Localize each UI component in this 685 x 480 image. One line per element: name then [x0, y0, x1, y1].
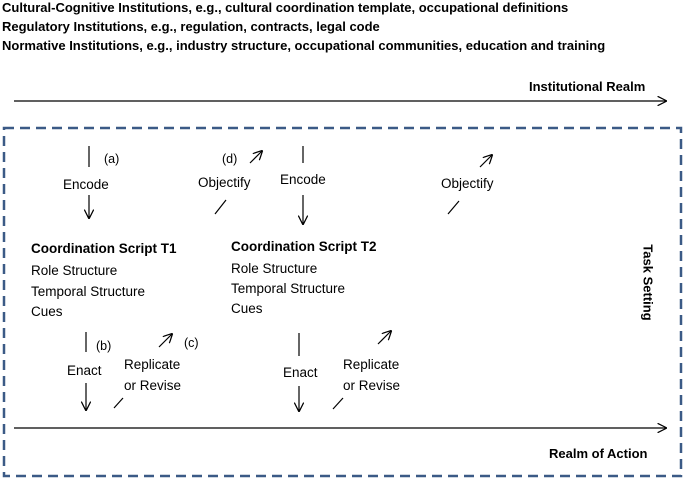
replicate-t2-arrow [377, 331, 391, 345]
task-setting-label: Task Setting [640, 244, 656, 321]
enact-t1-label: Enact [67, 363, 102, 378]
script-t1-role: Role Structure [31, 263, 118, 278]
replicate-t1-stub [113, 397, 124, 409]
replicate-t2-stub [332, 397, 344, 410]
label-d: (d) [222, 152, 238, 166]
replicate-t1-label: Replicate [124, 357, 181, 372]
institutional-realm-label: Institutional Realm [529, 79, 646, 94]
header-normative: Normative Institutions, e.g., industry s… [2, 38, 606, 53]
objectify-d-stub [214, 199, 227, 215]
encode-t1-label: Encode [63, 177, 109, 192]
enact-t2-label: Enact [283, 365, 318, 380]
objectify-right-stub [447, 200, 460, 215]
realm-of-action-label: Realm of Action [549, 446, 648, 461]
objectify-right-arrow [479, 155, 492, 168]
replicate-t1-arrow [158, 334, 172, 348]
objectify-right-label: Objectify [441, 176, 494, 191]
header-cultural-cognitive: Cultural-Cognitive Institutions, e.g., c… [2, 0, 569, 15]
encode-t2-label: Encode [280, 172, 326, 187]
script-t2-cues: Cues [231, 301, 263, 316]
header-regulatory: Regulatory Institutions, e.g., regulatio… [2, 19, 380, 34]
label-c: (c) [184, 336, 199, 350]
task-setting-box [2, 126, 683, 478]
label-a: (a) [104, 152, 120, 166]
or-revise-t1-label: or Revise [124, 378, 182, 393]
objectify-d-arrow [249, 151, 262, 164]
script-t2-temporal: Temporal Structure [231, 281, 346, 296]
objectify-d-label: Objectify [198, 175, 251, 190]
script-t2-role: Role Structure [231, 261, 318, 276]
script-t1-title: Coordination Script T1 [31, 241, 177, 256]
script-t1-temporal: Temporal Structure [31, 284, 146, 299]
script-t1-cues: Cues [31, 304, 63, 319]
label-b: (b) [96, 339, 112, 353]
replicate-t2-label: Replicate [343, 357, 400, 372]
script-t2-title: Coordination Script T2 [231, 239, 377, 254]
or-revise-t2-label: or Revise [343, 378, 401, 393]
